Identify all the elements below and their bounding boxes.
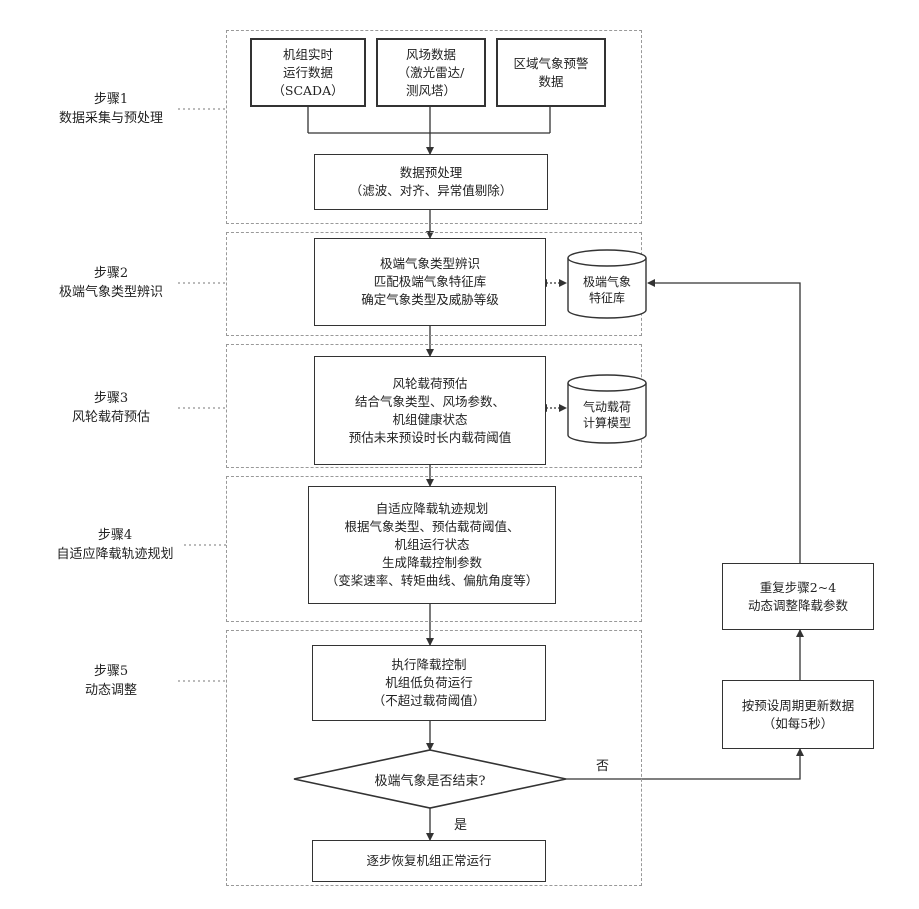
step-3-label: 步骤3 风轮载荷预估 xyxy=(36,389,186,427)
load-estimate-line3: 机组健康状态 xyxy=(392,411,467,429)
load-estimate-line4: 预估未来预设时长内载荷阈值 xyxy=(349,429,512,447)
trajectory-line3: 机组运行状态 xyxy=(394,536,469,554)
no-label: 否 xyxy=(596,755,609,774)
aero-model-line2: 计算模型 xyxy=(566,415,648,431)
execute-line3: （不超过载荷阈值） xyxy=(373,692,486,710)
step-3-subtitle: 风轮载荷预估 xyxy=(36,408,186,427)
step-2-subtitle: 极端气象类型辨识 xyxy=(36,283,186,302)
step-5-label: 步骤5 动态调整 xyxy=(36,662,186,700)
step-4-label: 步骤4 自适应降载轨迹规划 xyxy=(40,526,190,564)
trajectory-line2: 根据气象类型、预估载荷阈值、 xyxy=(344,518,519,536)
yes-label: 是 xyxy=(454,814,467,833)
identify-line1: 极端气象类型辨识 xyxy=(380,255,480,273)
restore-box: 逐步恢复机组正常运行 xyxy=(312,840,546,882)
source-scada-line3: （SCADA） xyxy=(272,82,343,100)
source-windfield-line2: （激光雷达/ xyxy=(398,64,465,82)
source-scada-box: 机组实时 运行数据 （SCADA） xyxy=(250,38,366,107)
load-estimate-line1: 风轮载荷预估 xyxy=(392,375,467,393)
execute-line2: 机组低负荷运行 xyxy=(385,674,473,692)
load-estimate-box: 风轮载荷预估 结合气象类型、风场参数、 机组健康状态 预估未来预设时长内载荷阈值 xyxy=(314,356,546,465)
step-2-title: 步骤2 xyxy=(36,264,186,283)
repeat-box: 重复步骤2~4 动态调整降载参数 xyxy=(722,563,874,630)
feature-db-line2: 特征库 xyxy=(566,290,648,306)
update-box: 按预设周期更新数据 （如每5秒） xyxy=(722,680,874,749)
preprocess-line2: （滤波、对齐、异常值剔除） xyxy=(350,182,513,200)
repeat-line2: 动态调整降载参数 xyxy=(748,597,848,615)
source-weather-line2: 数据 xyxy=(538,73,563,91)
arrow-repeat-to-identify xyxy=(648,283,800,563)
source-weather-warning-box: 区域气象预警 数据 xyxy=(496,38,606,107)
step-2-label: 步骤2 极端气象类型辨识 xyxy=(36,264,186,302)
aero-model-line1: 气动载荷 xyxy=(566,399,648,415)
trajectory-line1: 自适应降载轨迹规划 xyxy=(376,500,489,518)
step-1-title: 步骤1 xyxy=(36,90,186,109)
preprocess-box: 数据预处理 （滤波、对齐、异常值剔除） xyxy=(314,154,548,210)
step-1-subtitle: 数据采集与预处理 xyxy=(36,109,186,128)
source-windfield-line1: 风场数据 xyxy=(406,46,456,64)
identify-box: 极端气象类型辨识 匹配极端气象特征库 确定气象类型及威胁等级 xyxy=(314,238,546,326)
load-estimate-line2: 结合气象类型、风场参数、 xyxy=(355,393,505,411)
identify-line2: 匹配极端气象特征库 xyxy=(374,273,487,291)
trajectory-box: 自适应降载轨迹规划 根据气象类型、预估载荷阈值、 机组运行状态 生成降载控制参数… xyxy=(308,486,556,604)
source-scada-line1: 机组实时 xyxy=(283,46,333,64)
execute-line1: 执行降载控制 xyxy=(391,656,466,674)
restore-text: 逐步恢复机组正常运行 xyxy=(366,852,491,870)
step-5-title: 步骤5 xyxy=(36,662,186,681)
step-3-title: 步骤3 xyxy=(36,389,186,408)
update-line1: 按预设周期更新数据 xyxy=(742,697,855,715)
step-1-label: 步骤1 数据采集与预处理 xyxy=(36,90,186,128)
step-5-subtitle: 动态调整 xyxy=(36,681,186,700)
update-line2: （如每5秒） xyxy=(763,715,833,733)
step-4-subtitle: 自适应降载轨迹规划 xyxy=(40,545,190,564)
feature-db-line1: 极端气象 xyxy=(566,274,648,290)
feature-db-cylinder: 极端气象 特征库 xyxy=(566,248,648,320)
source-weather-line1: 区域气象预警 xyxy=(513,55,588,73)
preprocess-line1: 数据预处理 xyxy=(400,164,463,182)
repeat-line1: 重复步骤2~4 xyxy=(760,579,836,597)
trajectory-line5: （变桨速率、转矩曲线、偏航角度等） xyxy=(326,572,539,590)
step-4-title: 步骤4 xyxy=(40,526,190,545)
decision-text: 极端气象是否结束? xyxy=(330,770,530,789)
aero-model-cylinder: 气动载荷 计算模型 xyxy=(566,373,648,445)
trajectory-line4: 生成降载控制参数 xyxy=(382,554,482,572)
source-windfield-box: 风场数据 （激光雷达/ 测风塔） xyxy=(376,38,486,107)
identify-line3: 确定气象类型及威胁等级 xyxy=(361,291,499,309)
source-scada-line2: 运行数据 xyxy=(283,64,333,82)
source-windfield-line3: 测风塔） xyxy=(406,82,456,100)
execute-box: 执行降载控制 机组低负荷运行 （不超过载荷阈值） xyxy=(312,645,546,721)
